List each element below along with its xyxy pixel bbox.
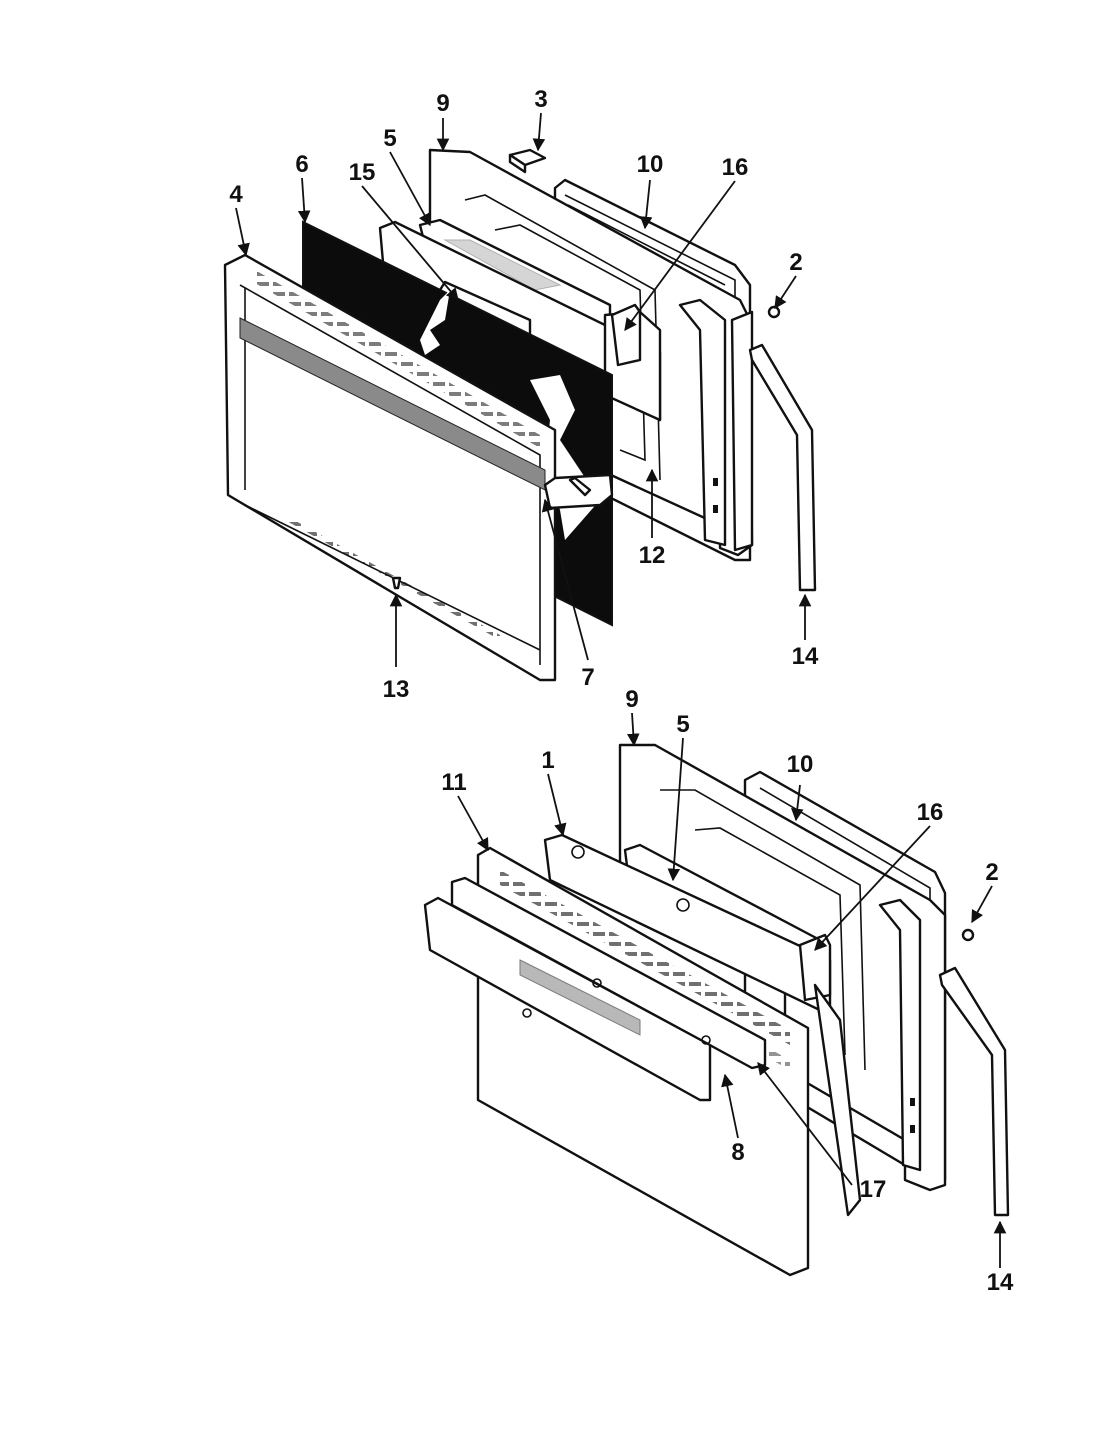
part-9-frame (428, 148, 754, 557)
top-assembly (223, 148, 817, 682)
part-13-screw (391, 576, 402, 590)
callout-top-13: 13 (383, 676, 410, 703)
part-2-screw (767, 305, 781, 319)
callout-bottom-1: 1 (541, 747, 554, 774)
callout-labels: 9 3 5 6 15 4 10 16 2 12 14 13 7 9 5 1 11… (229, 86, 1014, 1296)
callout-top-15: 15 (349, 159, 376, 186)
callout-top-4: 4 (229, 181, 243, 208)
callout-bottom-8: 8 (731, 1139, 744, 1166)
part-14-side-trim (748, 343, 817, 592)
part-3-clip (508, 148, 547, 174)
part-16-hinge-b (798, 933, 862, 1217)
callout-bottom-17: 17 (860, 1176, 887, 1203)
callout-top-3: 3 (534, 86, 547, 113)
callout-top-5: 5 (383, 125, 396, 152)
callout-bottom-9: 9 (625, 686, 638, 713)
callout-top-6: 6 (295, 151, 308, 178)
part-2-screw-b (961, 928, 975, 942)
callout-bottom-11: 11 (441, 769, 466, 796)
callout-bottom-16: 16 (917, 799, 944, 826)
callout-bottom-2: 2 (985, 859, 998, 886)
callout-top-10: 10 (637, 151, 664, 178)
callout-top-16: 16 (722, 154, 749, 181)
part-14-side-trim-b (938, 966, 1010, 1217)
callout-top-7: 7 (581, 664, 594, 691)
callout-bottom-10: 10 (787, 751, 814, 778)
bottom-assembly (423, 743, 1010, 1277)
callout-bottom-14: 14 (987, 1269, 1014, 1296)
callout-bottom-5: 5 (676, 711, 689, 738)
callout-top-2: 2 (789, 249, 802, 276)
callout-top-14: 14 (792, 643, 819, 670)
part-8-handle (423, 896, 712, 1102)
part-7-handle (543, 473, 614, 510)
leader-lines (235, 112, 1007, 1268)
callout-top-12: 12 (639, 542, 666, 569)
callout-top-9: 9 (436, 90, 449, 117)
